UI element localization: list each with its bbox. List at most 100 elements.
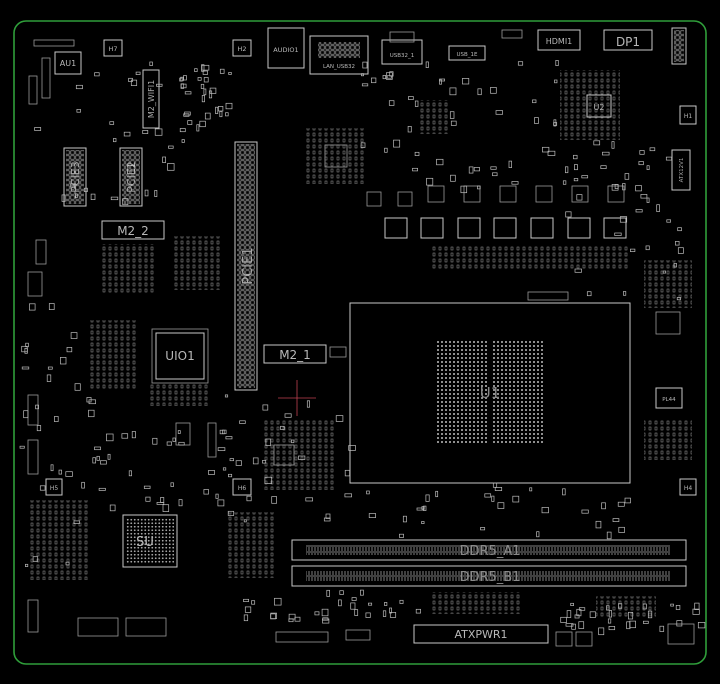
smd-pad <box>271 496 277 504</box>
label-ddr5-b1: DDR5_B1 <box>459 570 520 585</box>
smd-pad <box>665 156 672 161</box>
smd-pad <box>614 232 622 236</box>
label-h1: H1 <box>684 113 693 120</box>
smd-pad <box>246 495 252 502</box>
smd-pad <box>219 111 223 118</box>
mount-hole-h4: H4 <box>679 478 697 496</box>
smd-pad <box>675 605 681 610</box>
smd-pad <box>143 485 151 489</box>
smd-pad <box>170 482 174 487</box>
smd-pad <box>274 597 282 606</box>
smd-pad <box>589 611 596 618</box>
smd-pad <box>484 493 492 498</box>
smd-pad <box>462 78 470 85</box>
smd-pad <box>670 603 674 607</box>
smd-pad <box>534 117 539 124</box>
usb32-1-connector: USB32_1 <box>381 31 423 65</box>
smd-pad <box>624 497 631 504</box>
smd-pad <box>436 158 444 166</box>
smd-pad <box>144 189 149 197</box>
smd-pad <box>614 184 619 189</box>
smd-pad <box>325 513 331 519</box>
smd-pad <box>606 605 610 611</box>
smd-pad <box>149 61 153 66</box>
smd-pad <box>639 150 645 155</box>
smd-pad <box>335 415 344 422</box>
smd-pad <box>645 245 650 251</box>
smd-pad <box>229 458 234 462</box>
smd-pad <box>386 75 392 79</box>
smd-pad <box>224 394 229 398</box>
smd-pad <box>265 438 271 446</box>
smd-pad <box>676 297 681 301</box>
smd-pad <box>635 185 642 192</box>
smd-pad <box>640 194 648 199</box>
smd-pad <box>608 626 616 631</box>
smd-pad <box>598 627 605 636</box>
smd-pad <box>243 519 247 523</box>
smd-pad <box>204 112 211 120</box>
smd-pad <box>618 603 623 609</box>
label-u1: U1 <box>480 384 501 402</box>
smd-pad <box>371 77 377 84</box>
smd-pad <box>565 623 574 627</box>
smd-pad <box>201 95 205 103</box>
smd-pad <box>490 87 497 94</box>
smd-pad <box>581 175 589 179</box>
smd-pad <box>642 603 647 610</box>
smd-pad <box>294 616 301 622</box>
smd-pad <box>666 219 671 223</box>
smd-pad <box>228 72 232 75</box>
smd-pad <box>339 590 344 595</box>
smd-pad <box>414 100 419 107</box>
smd-pad <box>203 88 207 96</box>
smd-pad <box>123 131 131 137</box>
smd-pad <box>29 303 36 311</box>
label-h7: H7 <box>108 45 117 53</box>
smd-pad <box>619 216 628 223</box>
smd-pad <box>649 147 656 152</box>
smd-pad <box>511 181 519 185</box>
smd-pad <box>399 533 404 538</box>
smd-pad <box>425 494 430 502</box>
smd-pad <box>298 455 306 460</box>
smd-pad <box>574 164 578 171</box>
smd-pad <box>477 88 482 96</box>
smd-pad <box>555 60 559 66</box>
label-uio1: UIO1 <box>165 349 194 363</box>
smd-pad <box>183 75 187 81</box>
smd-pad <box>562 488 566 496</box>
smd-pad <box>180 83 185 89</box>
label-h4: H4 <box>684 485 693 492</box>
smd-pad <box>416 507 425 511</box>
smd-pad <box>73 520 80 524</box>
smd-pad <box>608 610 612 618</box>
smd-pad <box>449 111 455 119</box>
smd-pad <box>184 91 192 95</box>
label-m2-2: M2_2 <box>117 224 149 238</box>
smd-pad <box>643 620 649 624</box>
smd-pad <box>541 507 549 514</box>
smd-pad <box>348 445 356 451</box>
smd-pad <box>389 612 397 618</box>
smd-pad <box>156 83 163 87</box>
smd-pad <box>203 489 209 495</box>
smd-pad <box>694 602 700 610</box>
smd-pad <box>618 526 625 533</box>
label-lan-usb: LAN_USB32 <box>323 64 355 70</box>
smd-pad <box>107 453 111 460</box>
smd-pad <box>109 121 115 125</box>
pcie3-slot: PCIE3 <box>63 147 87 207</box>
smd-pad <box>225 112 229 117</box>
smd-pad <box>177 430 181 434</box>
smd-pad <box>227 510 235 516</box>
label-su: SU <box>136 535 154 550</box>
smd-pad <box>219 68 225 74</box>
smd-pad <box>58 469 62 475</box>
smd-pad <box>113 138 117 143</box>
smd-pad <box>202 70 208 75</box>
label-h2: H2 <box>237 45 246 53</box>
smd-pad <box>646 197 650 203</box>
smd-pad <box>423 505 427 511</box>
smd-pad <box>536 531 540 538</box>
